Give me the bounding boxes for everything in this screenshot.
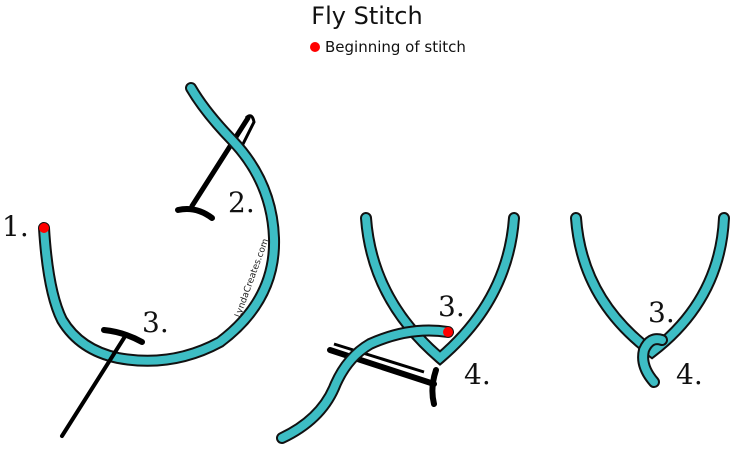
- needle-step-3: [60, 336, 126, 438]
- start-dot-1: [39, 223, 49, 233]
- panel-3: [570, 212, 730, 388]
- page-title: Fly Stitch: [311, 2, 423, 30]
- step-label-1: 1.: [2, 210, 29, 243]
- finished-v: [572, 214, 728, 358]
- needle-eye-step-4: [333, 342, 425, 374]
- start-dot-2: [443, 327, 453, 337]
- needle-step-2: [189, 115, 251, 209]
- step-label-2: 2.: [228, 186, 255, 219]
- anchor-loop: [639, 335, 666, 386]
- panel-2: [276, 212, 520, 444]
- step-label-3: 3.: [142, 306, 169, 339]
- needle-base-step-3: [101, 327, 145, 345]
- loose-thread: [278, 326, 452, 442]
- needle-base-step-4: [429, 367, 439, 407]
- step-label-3-panel3: 3.: [648, 296, 675, 329]
- legend: Beginning of stitch: [310, 38, 466, 56]
- legend-label: Beginning of stitch: [325, 38, 466, 56]
- needle-eye-step-2: [238, 114, 256, 151]
- panel-1: LyndaCreates.com: [38, 82, 281, 438]
- v-thread: [362, 214, 518, 364]
- thread: [40, 84, 279, 365]
- legend-dot-icon: [310, 42, 320, 52]
- step-label-3-panel2: 3.: [438, 290, 465, 323]
- step-label-4-panel3: 4.: [676, 358, 703, 391]
- step-label-4-panel2: 4.: [464, 358, 491, 391]
- needle-base-step-2: [175, 206, 215, 221]
